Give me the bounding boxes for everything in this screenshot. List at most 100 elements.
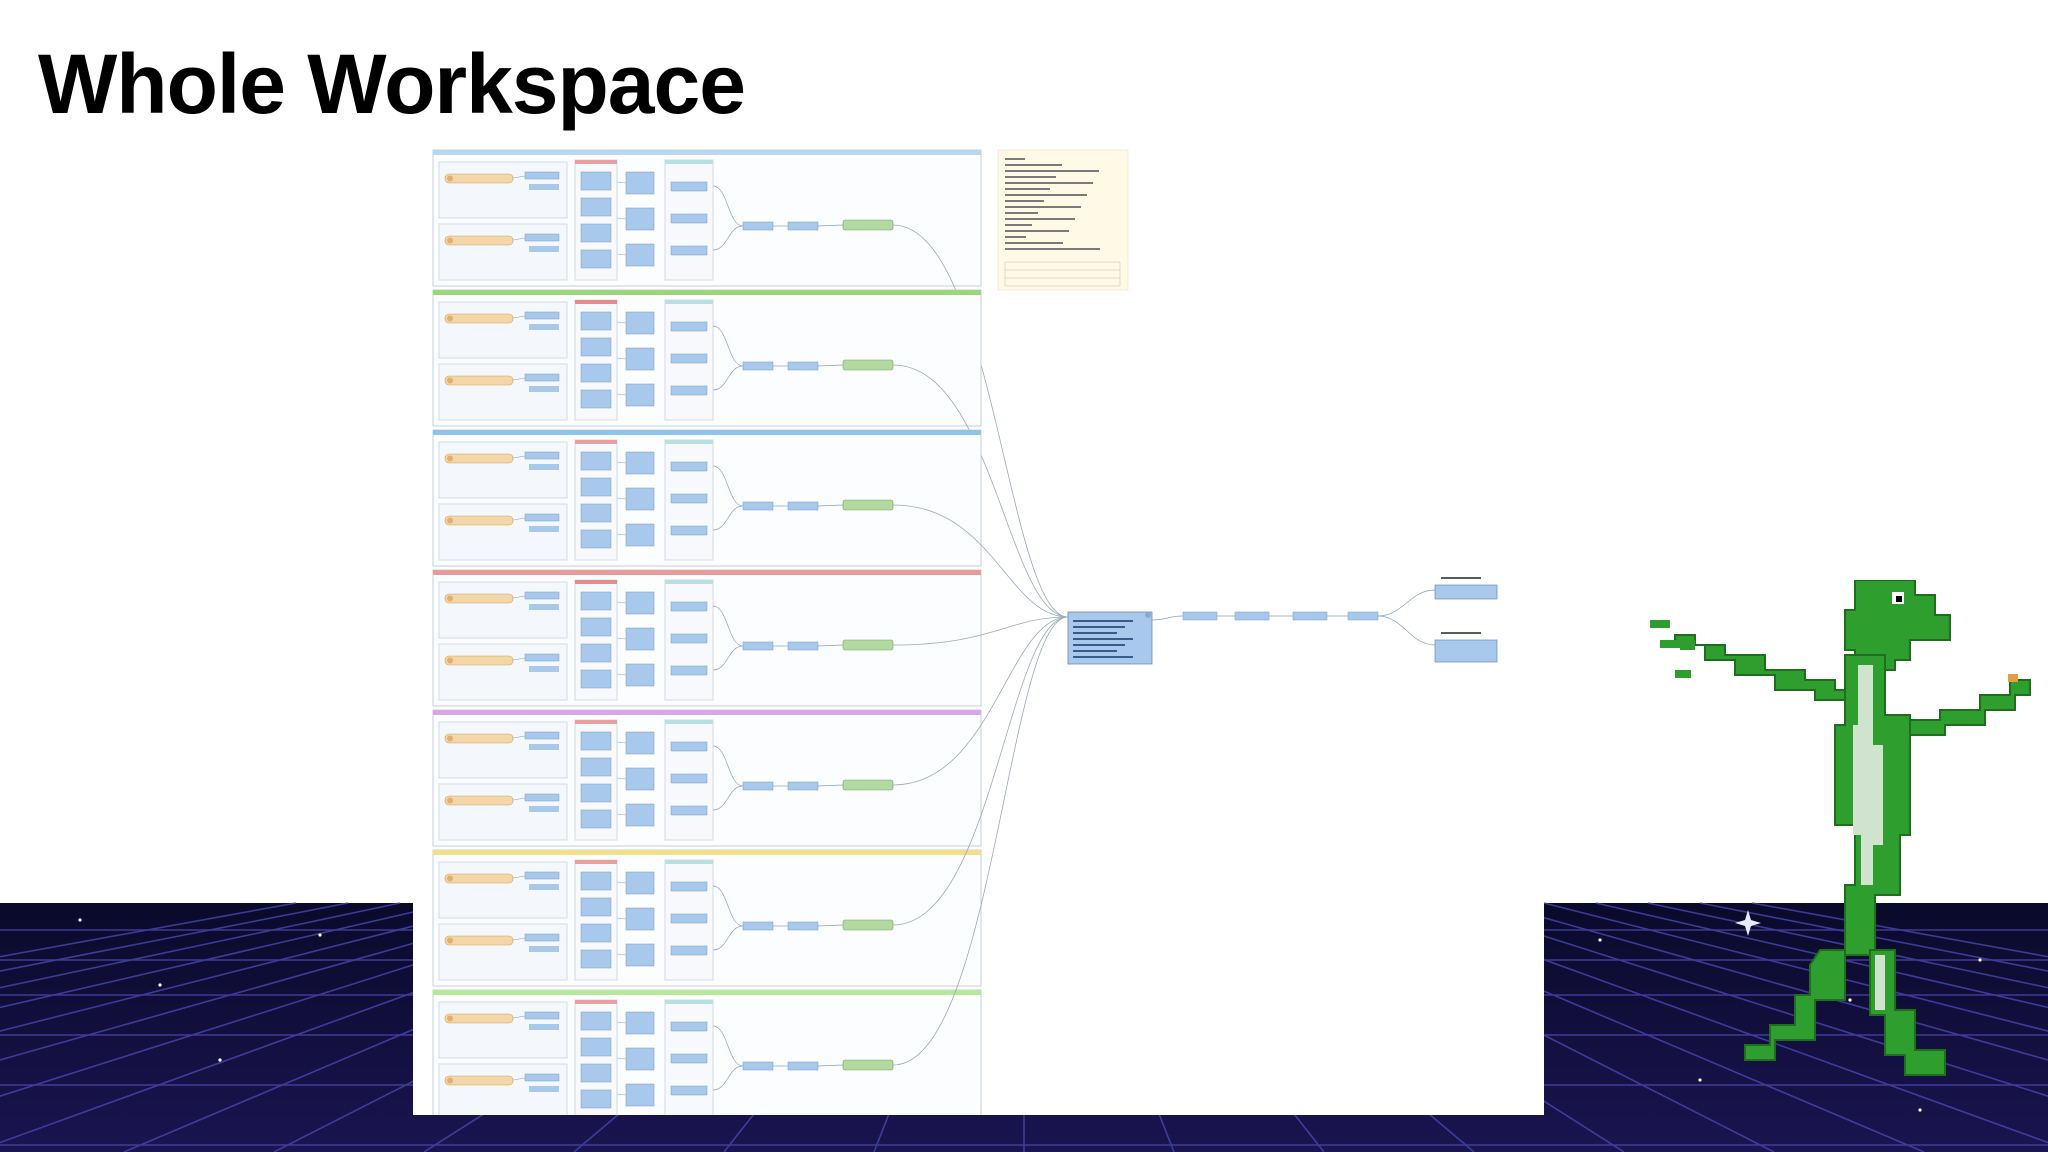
- transformer-node[interactable]: [1347, 611, 1379, 621]
- transformer-node[interactable]: [580, 809, 612, 829]
- reader-node[interactable]: [444, 235, 514, 246]
- reader-panel[interactable]: [438, 301, 568, 359]
- transformer-node[interactable]: [787, 501, 819, 511]
- transformer-node[interactable]: [670, 665, 708, 676]
- transformer-group[interactable]: [574, 159, 618, 281]
- transformer-node[interactable]: [529, 666, 559, 672]
- transformer-node[interactable]: [580, 363, 612, 383]
- transformer-node[interactable]: [524, 793, 560, 802]
- transformer-node[interactable]: [670, 1053, 708, 1064]
- transformer-group[interactable]: [574, 719, 618, 841]
- transformer-node[interactable]: [580, 617, 612, 637]
- reader-panel[interactable]: [438, 441, 568, 499]
- merge-transformer-node[interactable]: [1067, 611, 1153, 665]
- transformer-group[interactable]: [664, 439, 714, 561]
- transformer-group[interactable]: [574, 999, 618, 1115]
- transformer-node[interactable]: [742, 1061, 774, 1071]
- transformer-node[interactable]: [1182, 611, 1218, 621]
- transformer-node[interactable]: [580, 389, 612, 409]
- reader-node[interactable]: [444, 593, 514, 604]
- transformer-node[interactable]: [625, 1047, 655, 1071]
- reader-panel[interactable]: [438, 721, 568, 779]
- transformer-node[interactable]: [580, 477, 612, 497]
- reader-node[interactable]: [444, 733, 514, 744]
- transformer-node[interactable]: [524, 1011, 560, 1020]
- transformer-node[interactable]: [625, 871, 655, 895]
- transformer-node[interactable]: [580, 731, 612, 751]
- transformer-node[interactable]: [625, 523, 655, 547]
- reader-node[interactable]: [444, 655, 514, 666]
- transformer-node[interactable]: [625, 907, 655, 931]
- transformer-node[interactable]: [670, 245, 708, 256]
- transformer-node[interactable]: [580, 197, 612, 217]
- reader-node[interactable]: [444, 313, 514, 324]
- transformer-node[interactable]: [670, 633, 708, 644]
- writer-node[interactable]: [842, 219, 894, 231]
- bookmark-section[interactable]: [432, 429, 982, 567]
- transformer-node[interactable]: [625, 943, 655, 967]
- transformer-node[interactable]: [580, 1037, 612, 1057]
- bookmark-section[interactable]: [432, 849, 982, 987]
- transformer-node[interactable]: [625, 171, 655, 195]
- transformer-group[interactable]: [664, 719, 714, 841]
- transformer-node[interactable]: [580, 871, 612, 891]
- workspace-canvas[interactable]: [413, 142, 1544, 1115]
- transformer-node[interactable]: [580, 923, 612, 943]
- transformer-node[interactable]: [625, 243, 655, 267]
- transformer-node[interactable]: [524, 513, 560, 522]
- transformer-node[interactable]: [670, 945, 708, 956]
- transformer-node[interactable]: [625, 487, 655, 511]
- transformer-node[interactable]: [742, 501, 774, 511]
- transformer-node[interactable]: [580, 949, 612, 969]
- transformer-node[interactable]: [580, 529, 612, 549]
- transformer-node[interactable]: [529, 946, 559, 952]
- transformer-node[interactable]: [529, 604, 559, 610]
- transformer-node[interactable]: [625, 767, 655, 791]
- transformer-node[interactable]: [625, 803, 655, 827]
- transformer-node[interactable]: [670, 1085, 708, 1096]
- reader-node[interactable]: [444, 1075, 514, 1086]
- transformer-node[interactable]: [580, 1089, 612, 1109]
- transformer-node[interactable]: [670, 601, 708, 612]
- transformer-node[interactable]: [625, 663, 655, 687]
- transformer-node[interactable]: [742, 221, 774, 231]
- transformer-node[interactable]: [529, 744, 559, 750]
- transformer-node[interactable]: [670, 881, 708, 892]
- transformer-node[interactable]: [524, 933, 560, 942]
- reader-panel[interactable]: [438, 861, 568, 919]
- transformer-node[interactable]: [670, 773, 708, 784]
- transformer-node[interactable]: [580, 503, 612, 523]
- transformer-node[interactable]: [670, 805, 708, 816]
- transformer-node[interactable]: [524, 311, 560, 320]
- transformer-node[interactable]: [580, 171, 612, 191]
- writer-node[interactable]: [1434, 639, 1498, 663]
- transformer-group[interactable]: [574, 299, 618, 421]
- transformer-node[interactable]: [529, 1024, 559, 1030]
- transformer-node[interactable]: [670, 321, 708, 332]
- transformer-node[interactable]: [787, 641, 819, 651]
- transformer-node[interactable]: [524, 653, 560, 662]
- writer-node[interactable]: [842, 1059, 894, 1071]
- reader-panel[interactable]: [438, 783, 568, 841]
- reader-node[interactable]: [444, 1013, 514, 1024]
- reader-node[interactable]: [444, 935, 514, 946]
- transformer-node[interactable]: [529, 884, 559, 890]
- transformer-group[interactable]: [664, 159, 714, 281]
- bookmark-section[interactable]: [432, 289, 982, 427]
- reader-panel[interactable]: [438, 581, 568, 639]
- transformer-group[interactable]: [664, 999, 714, 1115]
- reader-node[interactable]: [444, 173, 514, 184]
- transformer-node[interactable]: [787, 361, 819, 371]
- transformer-node[interactable]: [625, 731, 655, 755]
- transformer-node[interactable]: [524, 233, 560, 242]
- transformer-node[interactable]: [529, 1086, 559, 1092]
- bookmark-section[interactable]: [432, 989, 982, 1115]
- writer-node[interactable]: [842, 639, 894, 651]
- reader-panel[interactable]: [438, 643, 568, 701]
- transformer-group[interactable]: [664, 299, 714, 421]
- transformer-node[interactable]: [524, 451, 560, 460]
- transformer-node[interactable]: [580, 783, 612, 803]
- transformer-node[interactable]: [580, 669, 612, 689]
- transformer-node[interactable]: [524, 373, 560, 382]
- transformer-node[interactable]: [625, 1083, 655, 1107]
